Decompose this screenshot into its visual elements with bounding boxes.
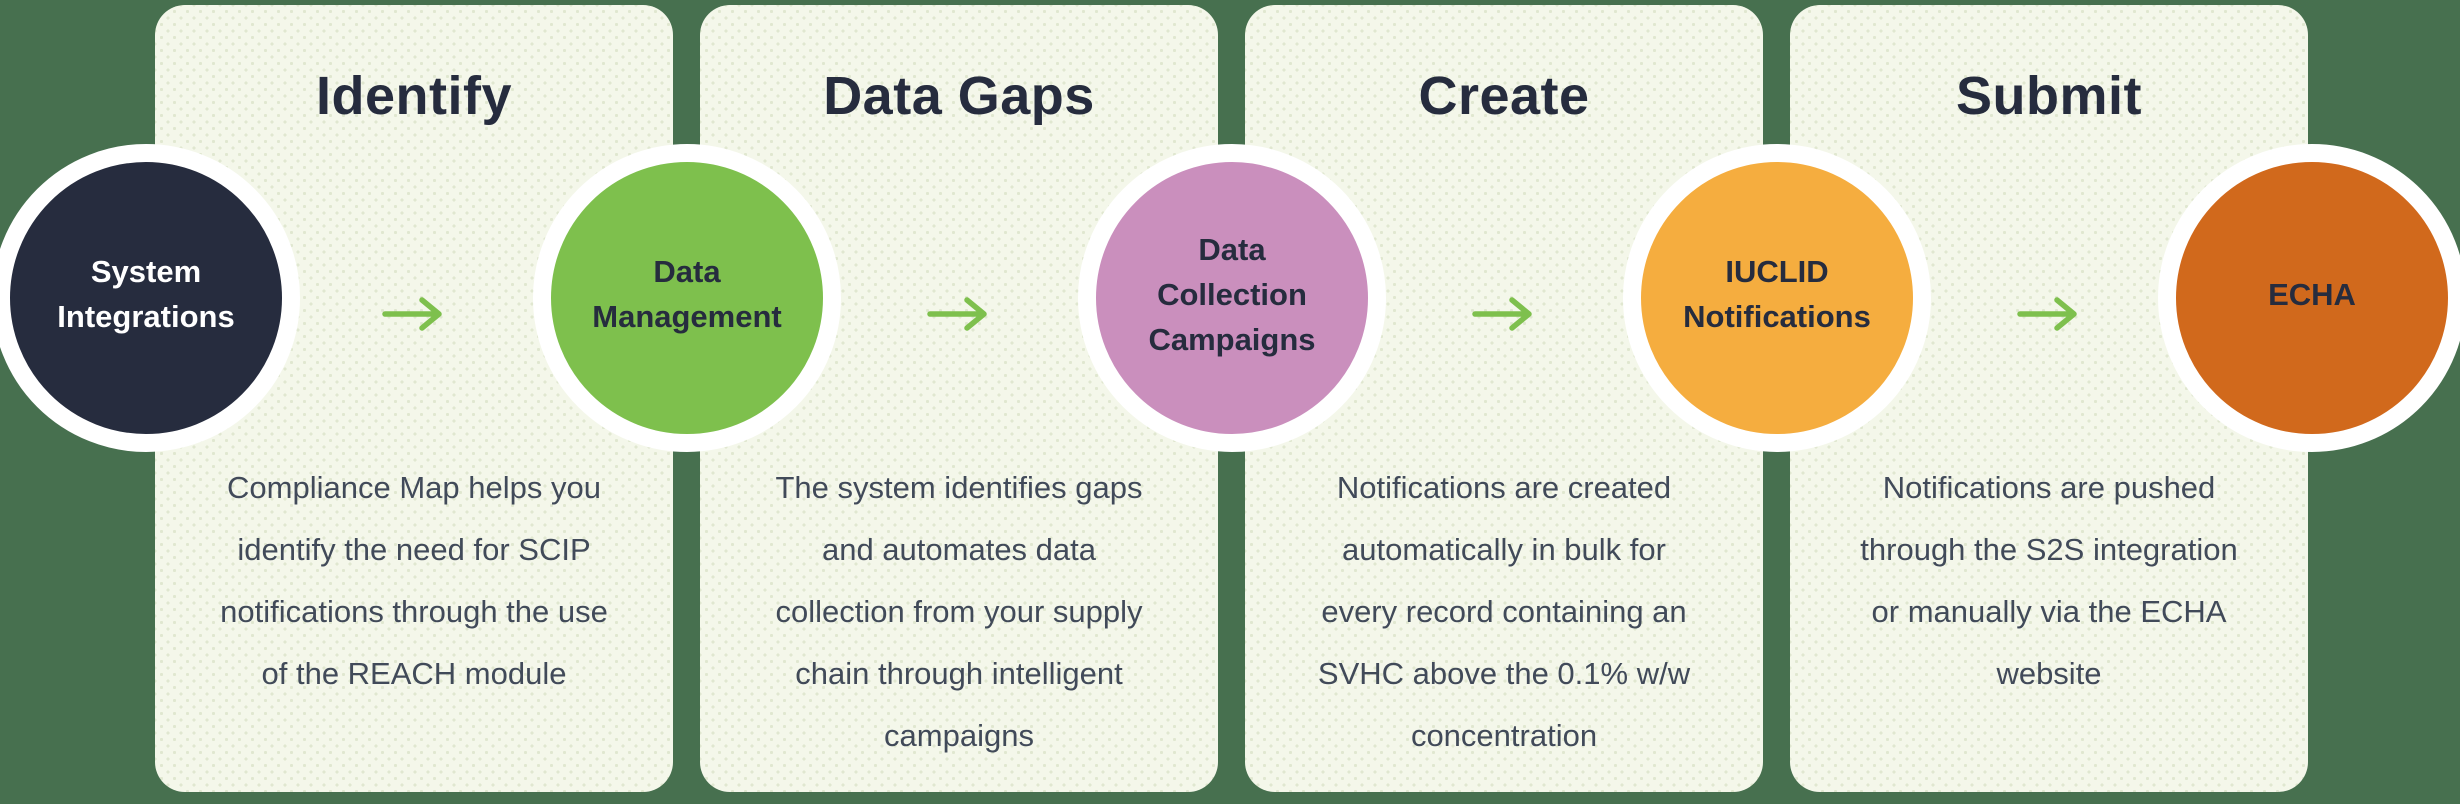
step-description: Notifications are created automatically … [1317,470,1691,753]
circle-label: Data Collection Campaigns [1148,231,1316,357]
step-description: Compliance Map helps you identify the ne… [220,470,608,691]
step-title: Create [1418,66,1590,126]
circle-echa: ECHA [2158,144,2460,452]
circle-label: IUCLID Notifications [1683,254,1871,334]
step-description: The system identifies gaps and automates… [775,470,1143,753]
circle-iuclid-notifications: IUCLID Notifications [1623,144,1931,452]
circle-label: ECHA [2268,276,2356,312]
step-title: Data Gaps [823,66,1095,126]
step-title: Submit [1956,66,2142,126]
circle-data-management: Data Management [533,144,841,452]
circle-label: System Integrations [57,254,235,334]
arrow-right-icon [382,297,442,331]
circle-data-collection-campaigns: Data Collection Campaigns [1078,144,1386,452]
arrow-right-icon [2017,297,2077,331]
arrow-right-icon [1472,297,1532,331]
circle-label: Data Management [592,254,782,334]
circle-system-integrations: System Integrations [0,144,300,452]
step-description: Notifications are pushed through the S2S… [1860,470,2238,691]
arrow-right-icon [927,297,987,331]
step-title: Identify [315,66,512,126]
